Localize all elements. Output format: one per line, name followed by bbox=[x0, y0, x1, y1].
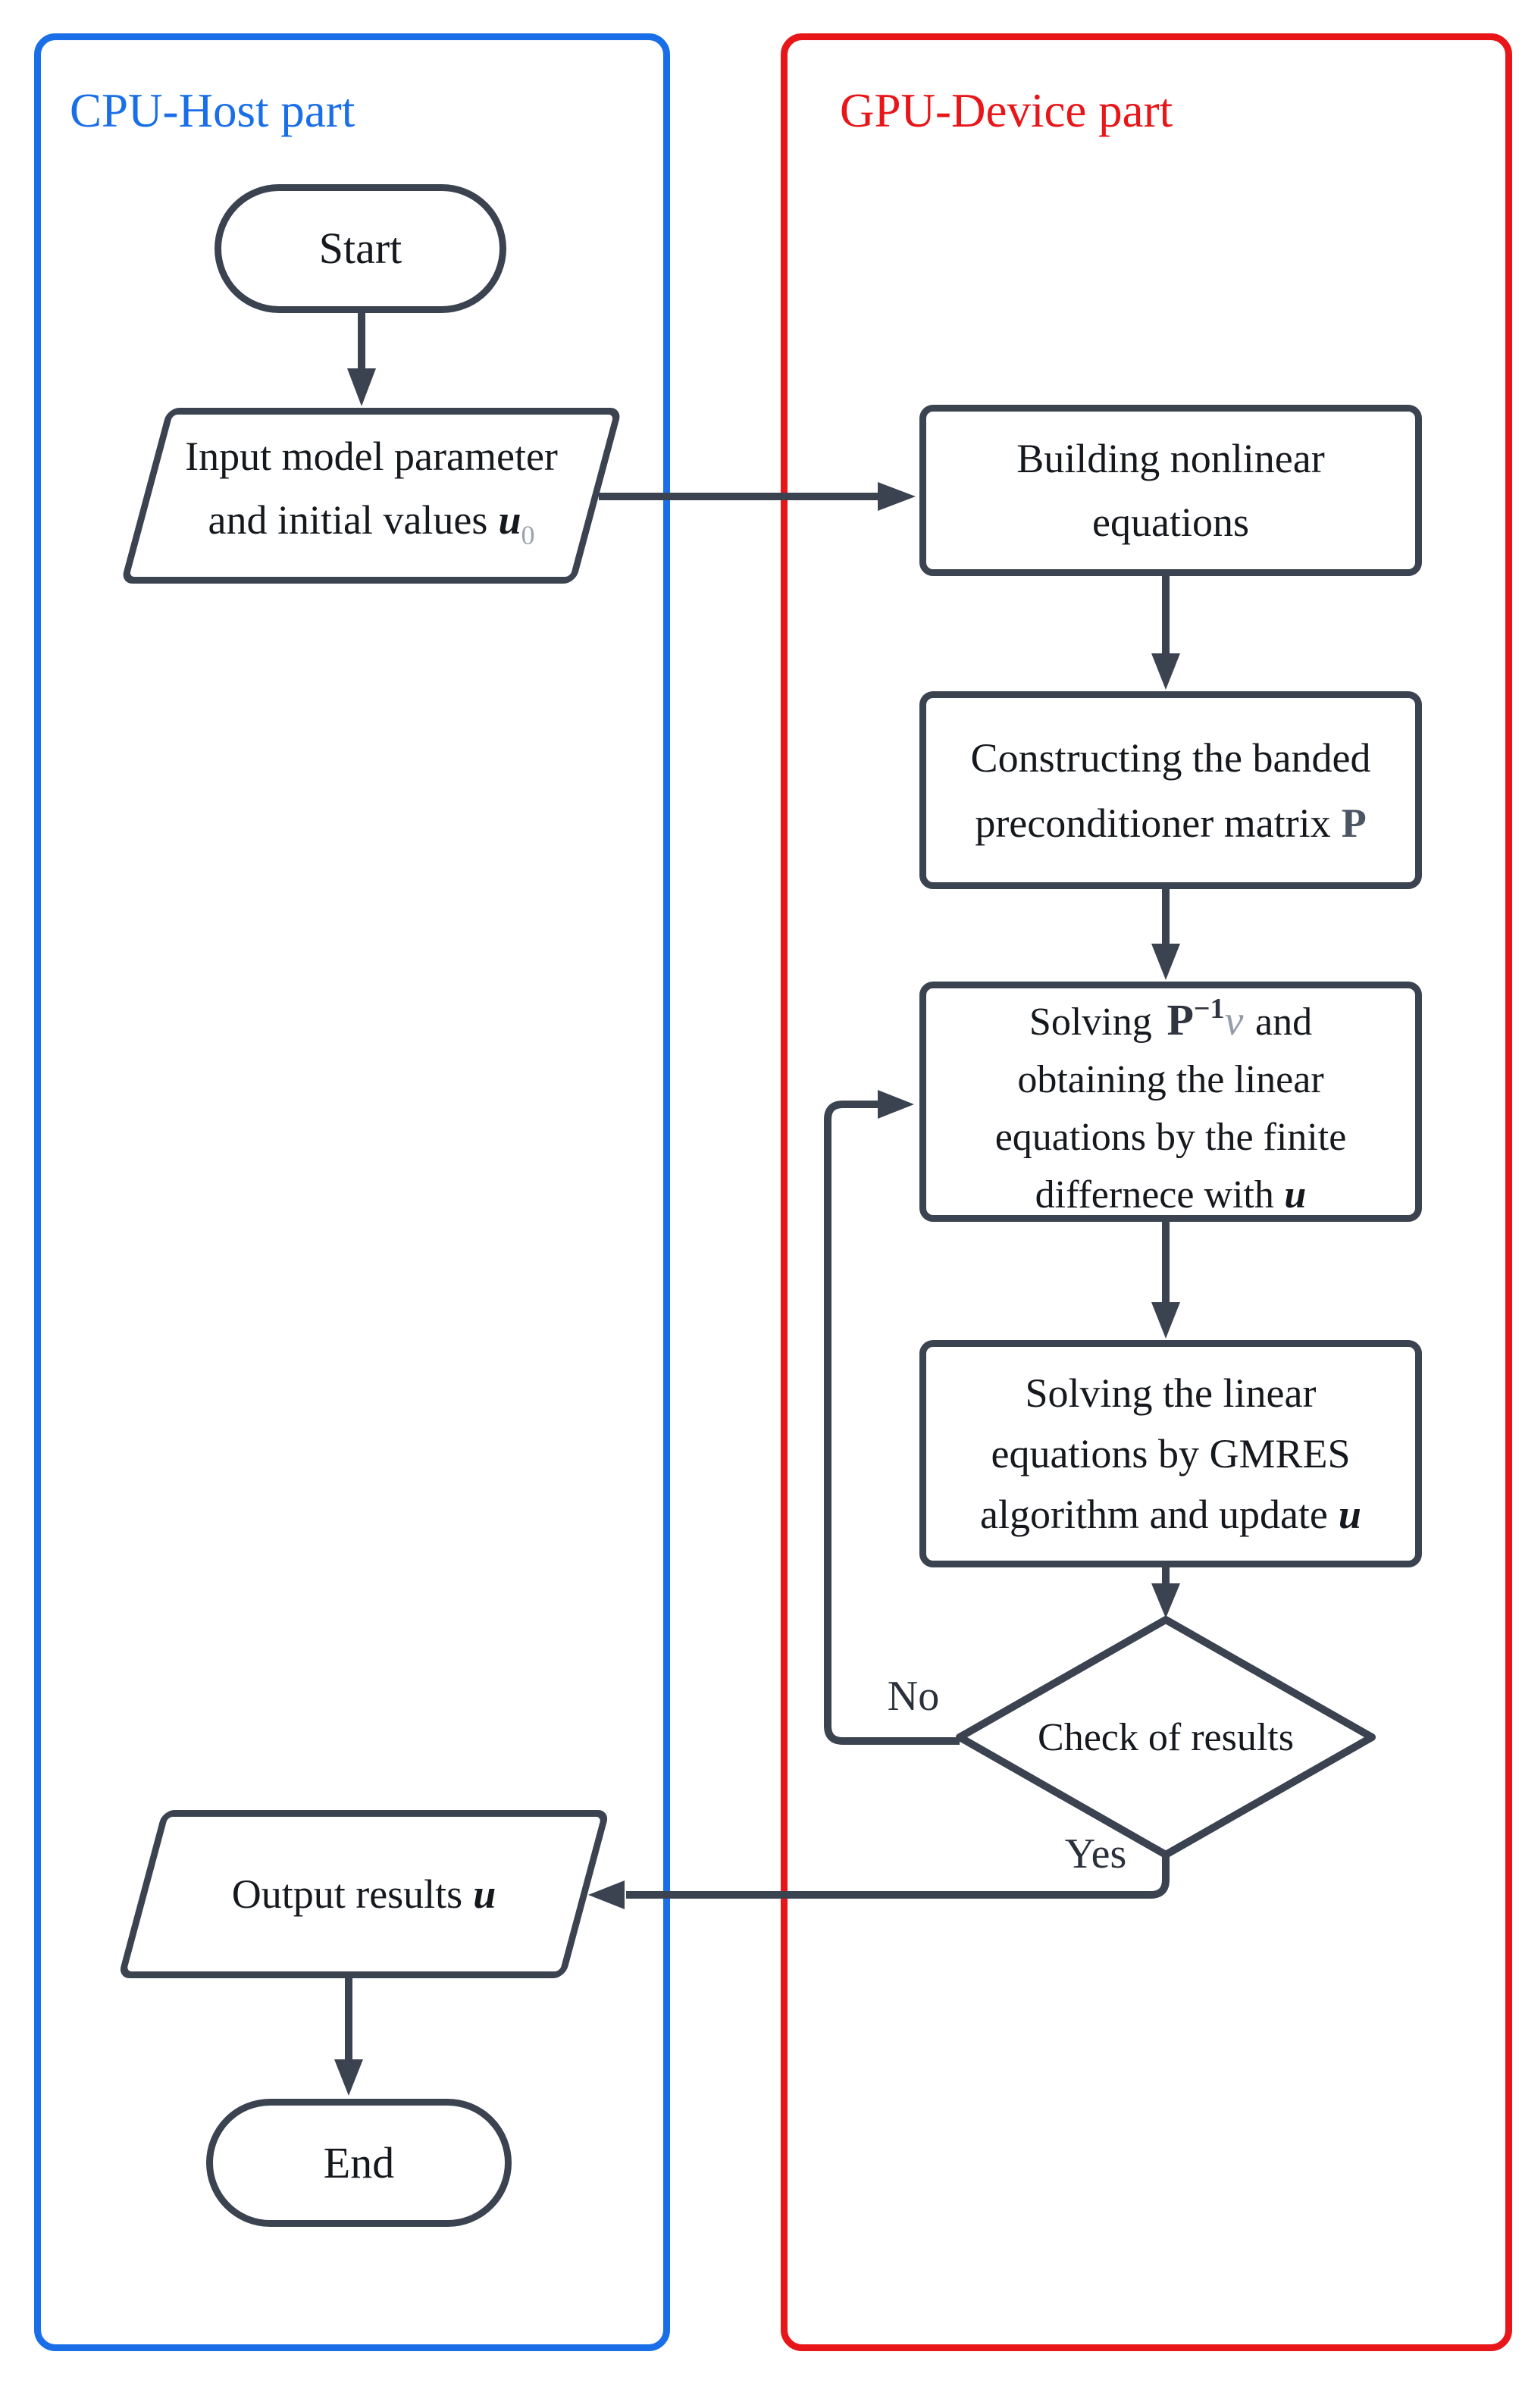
input-line1: Input model parameter bbox=[185, 434, 558, 479]
yes-branch-label: Yes bbox=[1064, 1830, 1127, 1877]
p-inverse-symbol: P bbox=[1167, 994, 1194, 1044]
arrowhead-no-loop bbox=[878, 1090, 914, 1119]
constructing-label: Constructing the banded preconditioner m… bbox=[970, 734, 1371, 846]
arrowhead-constructing-to-solving bbox=[1151, 944, 1180, 980]
gpu-device-section-frame bbox=[781, 33, 1512, 2351]
gmres-solver-box: Solving the linear equations by GMRES al… bbox=[919, 1340, 1422, 1567]
gmres-label: Solving the linear equations by GMRES al… bbox=[980, 1370, 1361, 1537]
arrowhead-yes-to-output bbox=[588, 1880, 625, 1909]
building-label: Building nonlinear equations bbox=[1016, 436, 1325, 545]
cpu-host-section-label: CPU-Host part bbox=[70, 84, 355, 137]
start-terminator: Start bbox=[215, 184, 506, 313]
arrowhead-building-to-constructing bbox=[1151, 653, 1180, 690]
building-equations-box: Building nonlinear equations bbox=[919, 405, 1422, 576]
gpu-device-section-label: GPU-Device part bbox=[840, 84, 1173, 137]
v-symbol: v bbox=[1224, 997, 1244, 1044]
no-branch-label: No bbox=[887, 1673, 940, 1720]
start-label: Start bbox=[318, 224, 402, 273]
arrowhead-start-to-input bbox=[347, 368, 376, 406]
arrowhead-solving-to-gmres bbox=[1151, 1302, 1180, 1339]
cpu-host-section-frame bbox=[34, 33, 670, 2351]
input-parallelogram: Input model parameter and initial values… bbox=[120, 408, 623, 584]
edge-yes-to-output bbox=[626, 1855, 1170, 1899]
end-label: End bbox=[323, 2137, 395, 2187]
u0-subscript: 0 bbox=[521, 520, 535, 550]
p-inverse-exponent: −1 bbox=[1193, 992, 1225, 1025]
arrowhead-gmres-to-decision bbox=[1151, 1583, 1180, 1618]
u-symbol: u bbox=[1284, 1173, 1307, 1217]
arrowhead-output-to-end bbox=[334, 2059, 363, 2096]
end-terminator: End bbox=[206, 2099, 512, 2227]
u0-symbol: u bbox=[498, 497, 521, 543]
arrowhead-input-to-building bbox=[878, 482, 916, 511]
matrix-p-symbol: P bbox=[1341, 800, 1367, 846]
edge-no-loop bbox=[824, 1101, 960, 1745]
decision-label: Check of results bbox=[1038, 1716, 1294, 1759]
u-symbol: u bbox=[473, 1871, 496, 1917]
u-symbol: u bbox=[1338, 1492, 1361, 1537]
input-label: Input model parameter and initial values… bbox=[151, 424, 592, 567]
preconditioner-matrix-box: Constructing the banded preconditioner m… bbox=[919, 691, 1422, 889]
